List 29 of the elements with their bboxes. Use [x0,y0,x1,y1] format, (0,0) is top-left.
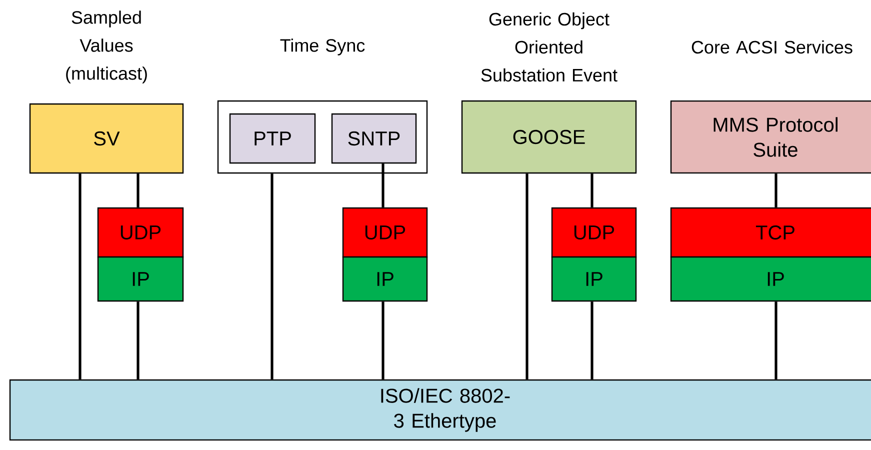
protocol-box: UDP [342,207,428,258]
ethertype-bar: ISO/IEC 8802-3 Ethertype [9,379,871,441]
protocol-box: IP [670,256,871,302]
connector-line [382,302,384,380]
heading: Generic Object Oriented Substation Event [481,12,618,82]
connector-line [590,302,594,380]
protocol-box: SNTP [331,113,417,164]
connector-line [136,302,140,380]
connector-line [136,174,140,208]
protocol-box: UDP [551,207,637,258]
protocol-box: SV [29,103,184,174]
protocol-box: GOOSE [461,100,637,174]
protocol-box: IP [97,256,184,302]
connector-line [78,174,82,380]
protocol-box: MMS Protocol Suite [670,100,871,174]
heading: Core ACSI Services [692,40,852,54]
connector-line [270,174,274,380]
connector-line [382,164,384,208]
connector-line [590,174,594,208]
heading: Time Sync [280,38,365,56]
protocol-box: PTP [229,113,316,164]
protocol-box: IP [551,256,637,302]
heading: Sampled Values (multicast) [66,10,147,84]
connector-line [774,174,778,208]
protocol-box: UDP [97,207,184,258]
connector-line [526,174,528,380]
connector-line [774,302,778,380]
protocol-box: IP [342,256,428,302]
protocol-box: TCP [670,207,871,258]
